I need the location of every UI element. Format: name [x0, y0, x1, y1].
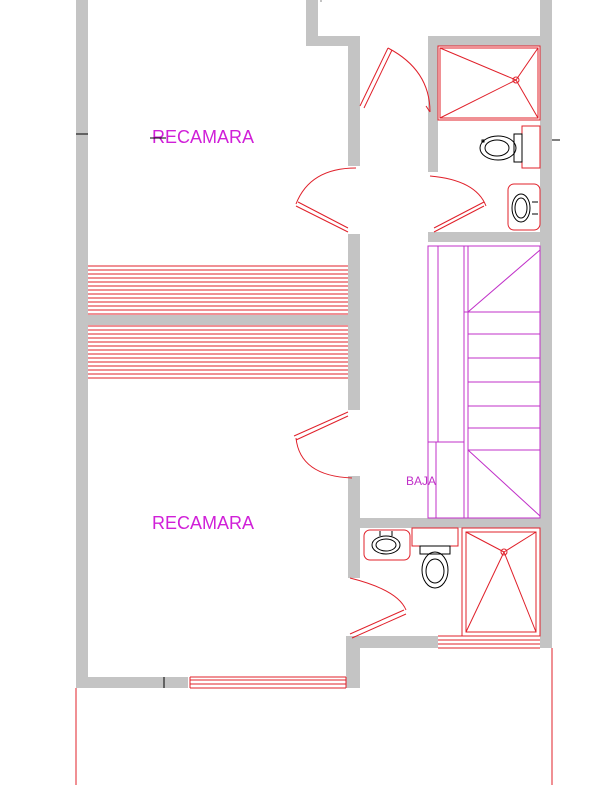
wall-top-notch-v [306, 0, 318, 46]
stairs [427, 245, 541, 519]
exterior-lines [75, 133, 560, 785]
shower-bottom [461, 527, 541, 637]
wall-top-right-cap [320, 0, 322, 2]
window-bath-bottom [438, 635, 540, 649]
window-bottom [189, 676, 347, 689]
wall-bath-bot-top [360, 518, 552, 528]
bedroom-top-label: RECAMARA [152, 127, 254, 147]
wall-bath-top-top [428, 36, 552, 46]
wall-right-lower [540, 240, 552, 648]
shower-top [437, 45, 541, 121]
wall-corridor-left-top [348, 36, 360, 166]
door-bedroom-bottom [293, 411, 353, 479]
hatch-upper [88, 265, 348, 315]
wall-corridor-left-mid [348, 234, 360, 410]
wall-top-notch-h [306, 36, 360, 46]
wall-left [76, 0, 88, 688]
toilet-top-icon [479, 125, 541, 169]
stair-down-label: BAJA [406, 474, 436, 488]
wall-right-upper [540, 0, 552, 240]
door-bath-top [429, 175, 487, 233]
door-corridor-top [359, 47, 431, 113]
door-bath-bottom [349, 577, 407, 639]
wall-bath-top-left [428, 36, 438, 120]
door-bedroom-top [295, 167, 357, 233]
sink-top-icon [507, 183, 541, 231]
bedroom-bottom-label: RECAMARA [152, 513, 254, 533]
wall-bath-top-left2 [428, 120, 438, 172]
wall-corridor-left-low [348, 476, 360, 578]
wall-bottom [76, 677, 188, 688]
hatch-lower [88, 325, 348, 379]
toilet-bottom-icon [411, 527, 459, 589]
walls [76, 0, 552, 688]
wall-bath-top-bottom [428, 232, 552, 242]
wall-bottom-mid [346, 636, 360, 688]
sink-bottom-icon [363, 529, 411, 561]
wall-bottom-bath [346, 636, 438, 648]
wall-mid-divider [88, 315, 348, 325]
